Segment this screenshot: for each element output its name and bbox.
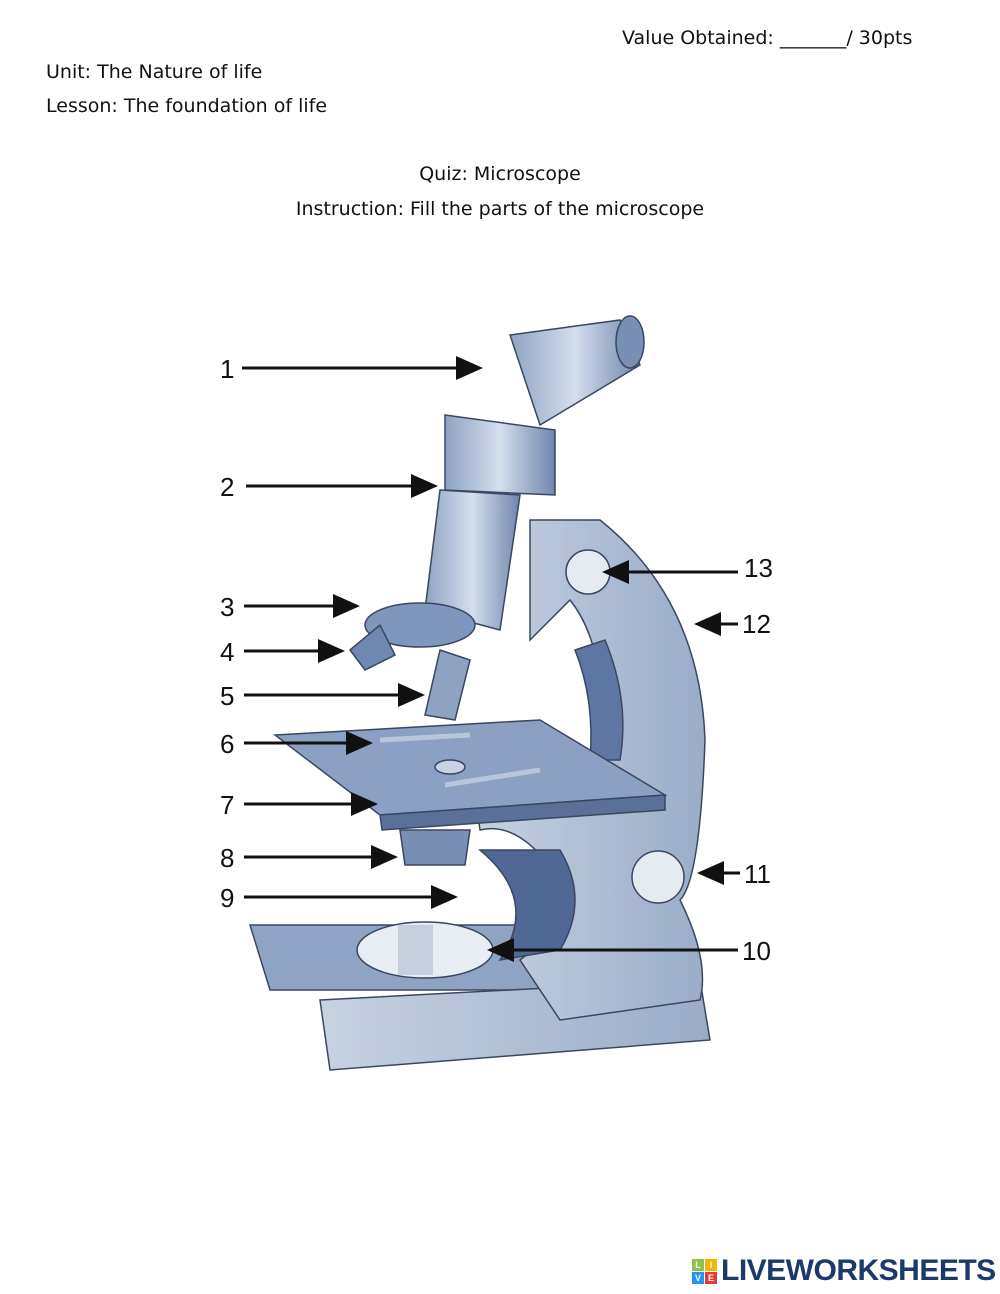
label-3: 3 (220, 592, 234, 622)
label-11: 11 (744, 859, 771, 889)
logo-badge: L I V E (692, 1258, 717, 1284)
label-6: 6 (220, 729, 234, 759)
logo-badge-letter: E (705, 1271, 717, 1284)
label-7: 7 (220, 790, 234, 820)
label-13: 13 (744, 553, 773, 583)
label-4: 4 (220, 637, 234, 667)
unit-label: Unit: The Nature of life (46, 61, 263, 83)
label-10: 10 (742, 936, 771, 966)
label-2: 2 (220, 472, 234, 502)
part-numbers: 1 2 3 4 5 6 7 8 9 10 11 12 13 (220, 354, 773, 966)
label-12: 12 (742, 609, 771, 639)
score-field: Value Obtained: _______/ 30pts (622, 27, 913, 49)
label-arrows (242, 356, 740, 962)
label-5: 5 (220, 681, 234, 711)
label-1: 1 (220, 354, 234, 384)
logo-badge-letter: I (705, 1258, 717, 1271)
logo-badge-letter: L (692, 1258, 704, 1271)
label-8: 8 (220, 843, 234, 873)
microscope-illustration (248, 315, 711, 1071)
quiz-title: Quiz: Microscope (419, 163, 581, 185)
label-9: 9 (220, 883, 234, 913)
liveworksheets-logo: L I V E LIVEWORKSHEETS (692, 1254, 996, 1288)
logo-badge-letter: V (692, 1271, 704, 1284)
logo-text: LIVEWORKSHEETS (721, 1254, 996, 1287)
lesson-label: Lesson: The foundation of life (46, 95, 328, 117)
instruction-text: Instruction: Fill the parts of the micro… (295, 198, 705, 220)
